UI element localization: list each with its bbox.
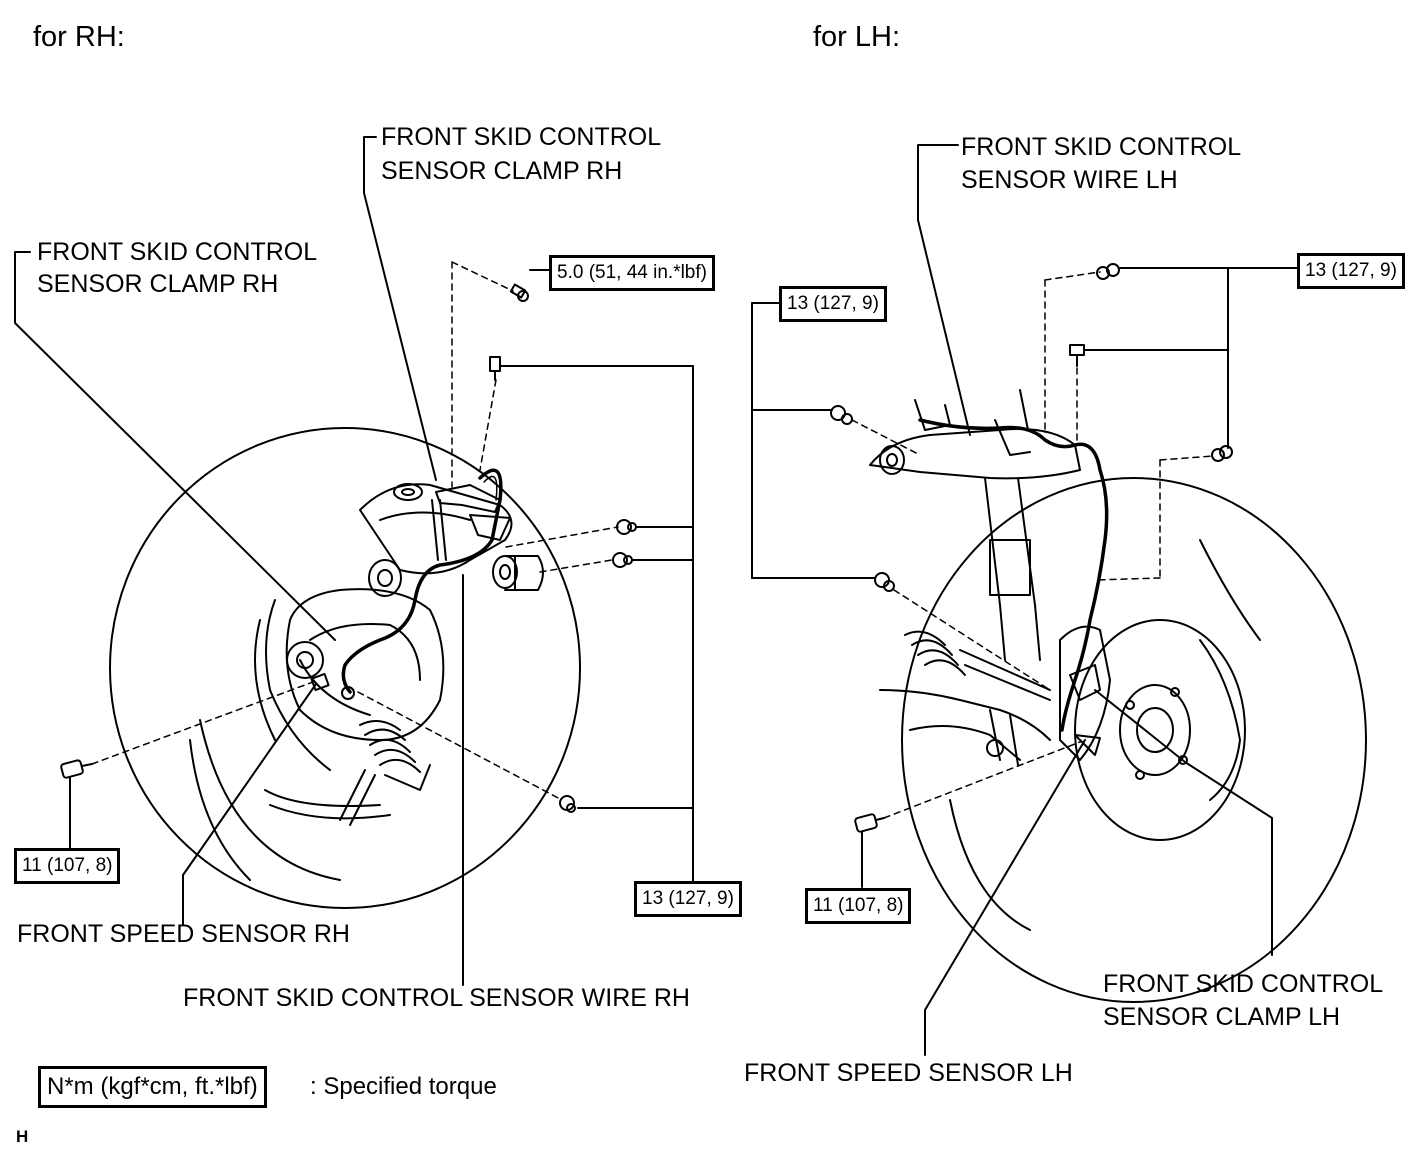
lh-label-leaders xyxy=(918,145,1272,1055)
lh-brake-disc xyxy=(1075,620,1245,840)
lh-torque-bolt-box: 11 (107, 8) xyxy=(805,888,912,924)
lh-header: for LH: xyxy=(813,21,901,53)
rh-assembly xyxy=(15,137,693,985)
lh-sensor-wire xyxy=(920,420,1107,730)
rh-bushing xyxy=(493,556,543,590)
rh-clamp-upper-label-line1: FRONT SKID CONTROL xyxy=(381,123,662,151)
lh-bolt-top xyxy=(1097,264,1119,279)
lh-torque-leaders xyxy=(752,268,1298,887)
lh-strut xyxy=(985,478,1040,660)
rh-clamp-upper-label-line2: SENSOR CLAMP RH xyxy=(381,157,623,185)
rh-bolt-low xyxy=(560,796,575,812)
lh-wheel-arc xyxy=(950,800,1030,930)
lh-torque-top-right-box: 13 (127, 9) xyxy=(1297,253,1405,289)
lh-assembly xyxy=(752,145,1366,1055)
rh-dashed-guides xyxy=(92,262,618,800)
lh-bolt-right xyxy=(1212,446,1232,461)
lh-lower-arm xyxy=(880,690,1050,765)
lh-clamp xyxy=(1070,665,1100,755)
rh-speed-sensor xyxy=(311,674,354,699)
rh-torque-group-box: 13 (127, 9) xyxy=(634,881,742,917)
lh-wire-label-line1: FRONT SKID CONTROL xyxy=(961,133,1242,161)
rh-wheel-inner-arc2 xyxy=(190,740,250,880)
rh-torque-bolt-box: 11 (107, 8) xyxy=(14,848,121,884)
rh-clamp-left-label-line2: SENSOR CLAMP RH xyxy=(37,270,279,298)
rh-steering-boot xyxy=(340,721,430,825)
lh-torque-top-left-box: 13 (127, 9) xyxy=(779,286,887,322)
rh-wire-label: FRONT SKID CONTROL SENSOR WIRE RH xyxy=(183,984,690,1012)
rh-bolt-top xyxy=(490,357,500,380)
lh-clamp-label-line2: SENSOR CLAMP LH xyxy=(1103,1003,1341,1031)
lh-knuckle xyxy=(1060,627,1110,760)
rh-wheel-inner-arc xyxy=(200,720,340,880)
rh-clamp-left-label-line1: FRONT SKID CONTROL xyxy=(37,238,318,266)
rh-lower-arm xyxy=(265,790,390,818)
rh-bolt-small xyxy=(511,285,528,301)
rh-header: for RH: xyxy=(33,21,125,53)
rh-torque-leaders xyxy=(70,270,693,882)
lh-wire-label-line2: SENSOR WIRE LH xyxy=(961,166,1178,194)
lh-wheel-outline xyxy=(902,478,1366,1002)
rh-bolt-mid1 xyxy=(617,520,636,534)
lh-wheel-arc2 xyxy=(1200,540,1260,640)
figure-code: H xyxy=(16,1127,29,1146)
rh-torque-small-box: 5.0 (51, 44 in.*lbf) xyxy=(549,255,715,291)
rh-bolt-left xyxy=(61,760,92,779)
rh-clamp-bracket xyxy=(436,485,510,540)
lh-bolt-arm xyxy=(831,406,852,424)
lh-clamp-label-line1: FRONT SKID CONTROL xyxy=(1103,970,1384,998)
rh-upper-arm xyxy=(360,484,511,573)
torque-legend-text: : Specified torque xyxy=(310,1073,497,1100)
rh-speed-sensor-label: FRONT SPEED SENSOR RH xyxy=(17,920,350,948)
lh-speed-sensor-label: FRONT SPEED SENSOR LH xyxy=(744,1059,1073,1087)
rh-bushing-left xyxy=(369,560,401,596)
lh-drive-boot xyxy=(905,632,1050,700)
rh-label-leaders xyxy=(15,137,463,985)
torque-unit-legend-box: N*m (kgf*cm, ft.*lbf) xyxy=(38,1066,267,1108)
lh-bolt-lower xyxy=(875,573,894,591)
rh-sensor-wire xyxy=(343,470,501,692)
rh-knuckle xyxy=(255,589,443,770)
rh-wheel-outline xyxy=(110,428,580,908)
lh-bolt-vert xyxy=(1070,345,1084,366)
lh-bolt-sensor xyxy=(855,814,884,833)
rh-bolt-mid2 xyxy=(613,553,632,567)
lh-upper-arm xyxy=(870,390,1080,478)
lh-dashed-guides xyxy=(852,272,1213,818)
